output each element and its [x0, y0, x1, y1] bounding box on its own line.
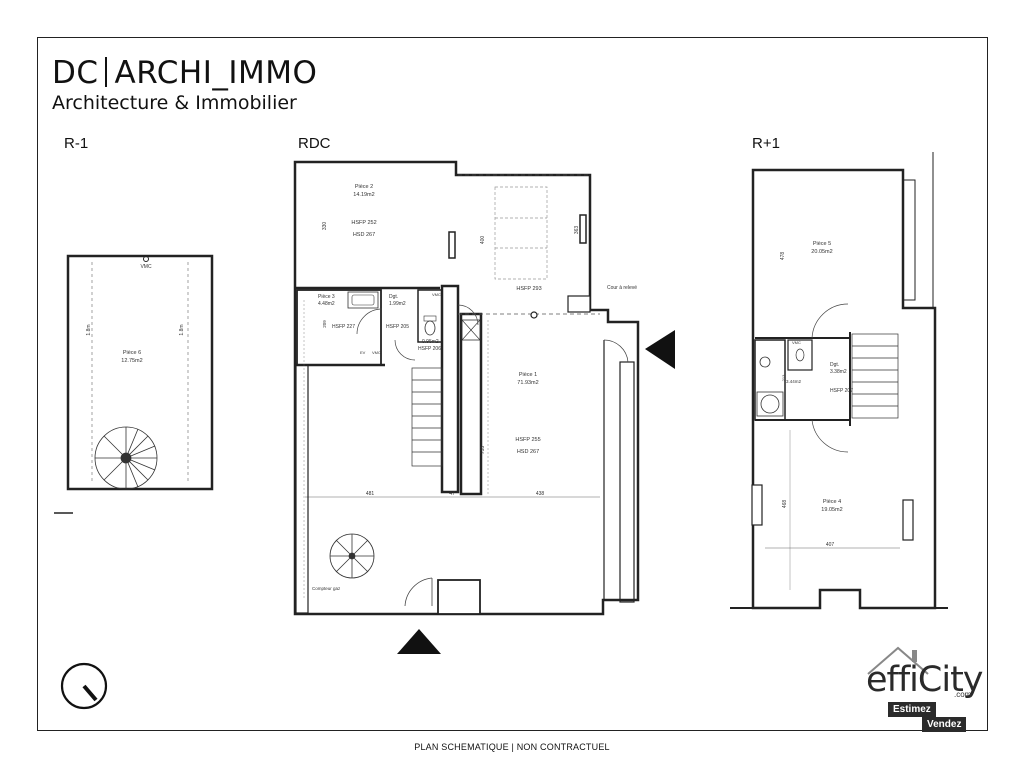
rdc-vmc-label-2: VMC: [372, 350, 381, 355]
efficity-vendez: Vendez: [922, 717, 967, 732]
house-roof-icon: [867, 646, 929, 675]
piece6-name: Pièce 6: [123, 350, 141, 356]
piece3-name: Pièce 3: [318, 294, 335, 300]
dgt-rdc-name: Dgt.: [389, 294, 398, 300]
piece4-width: 407: [826, 542, 835, 548]
plan-first: Pièce 5 20.05m2 478 Dgt. 3.38m2 HSFP 207…: [730, 152, 948, 610]
piece6-area: 12.75m2: [121, 358, 142, 364]
rdc-vmc-label: VMC: [432, 292, 441, 297]
ground-straight-stair: [411, 367, 443, 467]
piece5-dim: 478: [780, 252, 786, 261]
plan-frame: [37, 37, 988, 731]
footer-disclaimer: PLAN SCHEMATIQUE | NON CONTRACTUEL: [414, 742, 610, 752]
piece6-dim-b: 1.8m: [179, 324, 185, 335]
basement-spiral-stair: [94, 426, 158, 490]
piece2-dim: 330: [322, 222, 328, 231]
efficity-wordmark: effiCity: [866, 660, 983, 700]
entrance-arrow-icon: [645, 330, 675, 369]
brand-subtitle: Architecture & Immobilier: [52, 92, 297, 114]
piece1-hsd: HSD 267: [517, 449, 539, 455]
plan-ground: Pièce 2 14.19m2 HSFP 252 HSD 267 330 Piè…: [293, 160, 675, 654]
piece3-hsfp: HSFP 227: [332, 324, 355, 330]
piece1-area: 71.93m2: [517, 380, 538, 386]
mezz-dim-a: 400: [480, 236, 486, 245]
basement-outline: [66, 254, 214, 491]
basement-vmc-label: VMC: [140, 264, 152, 270]
level-label-first: R+1: [752, 135, 780, 152]
rdc-dim-left: 481: [366, 491, 375, 497]
north-compass-icon: [60, 662, 108, 715]
piece4-area: 19.05m2: [821, 507, 842, 513]
efficity-estimez: Estimez: [888, 702, 936, 717]
efficity-com: .com: [954, 690, 972, 699]
piece2-hsfp: HSFP 252: [351, 220, 376, 226]
piece2-hsd: HSD 267: [353, 232, 375, 238]
brand-name: DC ARCHI_IMMO: [52, 56, 317, 90]
piece4-name: Pièce 4: [823, 499, 841, 505]
piece1-hsfp: HSFP 255: [515, 437, 540, 443]
rdc-ev-label: EV: [360, 350, 366, 355]
first-stair: [851, 333, 899, 419]
piece2-area: 14.19m2: [353, 192, 374, 198]
piece2-name: Pièce 2: [355, 184, 373, 190]
sdb-area: 3.44m2: [786, 379, 802, 384]
wc-rdc-area: 0.95m2: [422, 339, 439, 345]
mezz-hsfp: HSFP 293: [516, 286, 541, 292]
dgt-r1-hsfp: HSFP 207: [830, 388, 853, 394]
brand-block: DC ARCHI_IMMO Architecture & Immobilier: [52, 56, 317, 114]
level-label-ground: RDC: [298, 135, 331, 152]
ground-spiral-stair: [329, 533, 375, 579]
dgt-r1-vmc: VMC: [792, 340, 801, 345]
entrance-arrow-icon: [397, 629, 441, 654]
wc-rdc-hsfp: HSFP 206: [418, 346, 441, 352]
sdb-dim: 213: [781, 374, 786, 381]
cour-label: Cour à relevé: [607, 285, 637, 291]
level-label-basement: R-1: [64, 135, 89, 152]
dgt-rdc-hsfp: HSFP 205: [386, 324, 409, 330]
piece3-area: 4.48m2: [318, 301, 335, 307]
piece5-name: Pièce 5: [813, 241, 831, 247]
plan-basement: VMC 1.8m 1.8m Pièce 6 12.75m2: [54, 254, 214, 514]
dgt-r1-area: 3.38m2: [830, 369, 847, 375]
piece4-dim: 468: [782, 500, 788, 509]
brand-name-left: DC: [52, 55, 99, 91]
dgt-rdc-area: 1.99m2: [389, 301, 406, 307]
mezz-dim-b: 363: [574, 226, 580, 235]
piece6-dim-a: 1.8m: [86, 324, 92, 335]
piece5-area: 20.05m2: [811, 249, 832, 255]
rdc-dim-mid: 47: [449, 491, 455, 497]
compteur-label: Compteur gaz: [312, 586, 341, 591]
piece3-dim: 209: [322, 320, 327, 328]
dgt-r1-name: Dgt.: [830, 362, 839, 368]
piece1-name: Pièce 1: [519, 372, 537, 378]
brand-name-right: ARCHI_IMMO: [114, 55, 318, 91]
rdc-dim-right: 438: [536, 491, 545, 497]
efficity-logo: effiCity .com Estimez Vendez: [862, 640, 988, 740]
piece1-dim: 755: [480, 446, 486, 455]
brand-divider: [104, 57, 107, 87]
